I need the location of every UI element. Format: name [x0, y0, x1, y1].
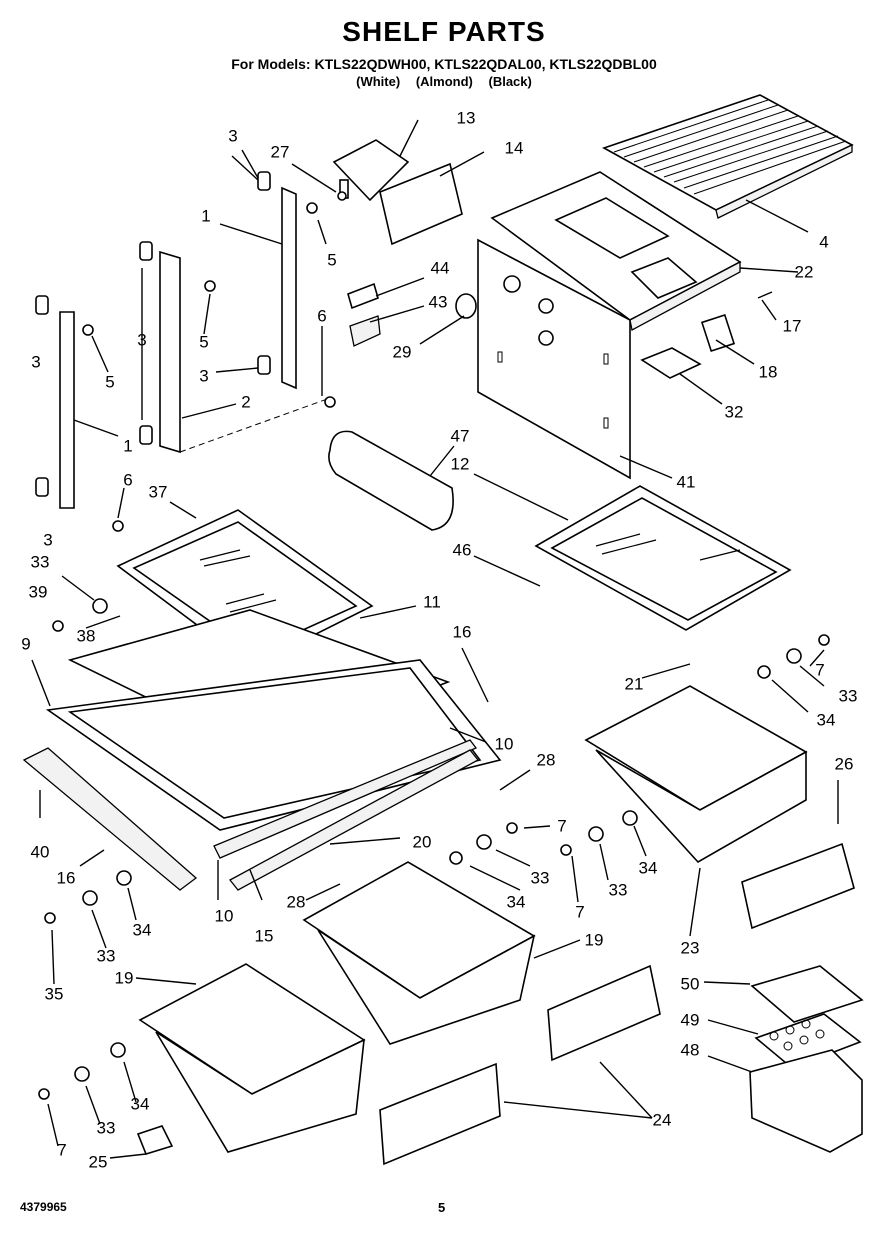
rear-panel-assembly: [477, 171, 742, 480]
callout-28-b: 28: [286, 892, 306, 912]
wire-shelf: [602, 94, 854, 219]
callout-7-b: 7: [557, 816, 567, 836]
callout-10-a: 10: [494, 734, 514, 754]
callout-10-b: 10: [214, 906, 234, 926]
callout-15: 15: [254, 926, 274, 946]
callout-34-a: 34: [816, 710, 836, 730]
crisper-frame: [22, 659, 502, 891]
callout-39: 39: [28, 582, 48, 602]
shelf-rails: [35, 171, 331, 509]
callout-49: 49: [680, 1010, 700, 1030]
crisper-drawers: [136, 685, 855, 1166]
callout-19-a: 19: [584, 930, 604, 950]
models-line: For Models: KTLS22QDWH00, KTLS22QDAL00, …: [231, 56, 657, 72]
callout-19-b: 19: [114, 968, 134, 988]
dairy-bin: [749, 965, 864, 1153]
callout-27: 27: [270, 142, 290, 162]
callout-44: 44: [430, 258, 450, 278]
callout-1-a: 1: [201, 206, 211, 226]
callout-7-c: 7: [575, 902, 585, 922]
callout-3-c: 3: [137, 330, 147, 350]
callout-34-b: 34: [506, 892, 526, 912]
callout-3-b: 3: [31, 352, 41, 372]
callout-17: 17: [782, 316, 802, 336]
callout-34-c: 34: [638, 858, 658, 878]
callout-20: 20: [412, 832, 432, 852]
callout-35: 35: [44, 984, 64, 1004]
fasteners: [38, 191, 830, 1100]
callout-2: 2: [241, 392, 251, 412]
callout-33-b: 33: [838, 686, 858, 706]
callout-40: 40: [30, 842, 50, 862]
callout-26: 26: [834, 754, 854, 774]
callout-13: 13: [456, 108, 476, 128]
callout-22: 22: [794, 262, 814, 282]
page-title: SHELF PARTS: [342, 16, 546, 47]
callout-9: 9: [21, 634, 31, 654]
leader-lines: [31, 119, 839, 1159]
callout-46: 46: [452, 540, 472, 560]
finish-white: (White): [356, 74, 401, 89]
duct: [328, 430, 454, 531]
callout-33-c: 33: [530, 868, 550, 888]
small-parts-upper: [332, 139, 773, 379]
callout-3-a: 3: [228, 126, 238, 146]
callout-41: 41: [676, 472, 696, 492]
callout-12: 12: [450, 454, 470, 474]
callout-7-a: 7: [815, 660, 825, 680]
finish-black: (Black): [488, 74, 532, 89]
callout-32: 32: [724, 402, 744, 422]
callout-7-d: 7: [57, 1140, 67, 1160]
callout-43: 43: [428, 292, 448, 312]
callout-33-f: 33: [96, 1118, 116, 1138]
callout-28-a: 28: [536, 750, 556, 770]
callout-16-a: 16: [452, 622, 472, 642]
callout-34-d: 34: [132, 920, 152, 940]
callout-23: 23: [680, 938, 700, 958]
callout-5-b: 5: [199, 332, 209, 352]
callout-50: 50: [680, 974, 700, 994]
callout-5-c: 5: [105, 372, 115, 392]
callout-1-b: 1: [123, 436, 133, 456]
callout-6-a: 6: [317, 306, 327, 326]
finish-almond: (Almond): [415, 74, 473, 89]
callout-4: 4: [819, 232, 829, 252]
callout-11: 11: [423, 592, 441, 612]
page-number: 5: [438, 1200, 446, 1215]
callout-6-b: 6: [123, 470, 133, 490]
callout-47: 47: [450, 426, 470, 446]
callout-21: 21: [624, 674, 644, 694]
callout-29: 29: [392, 342, 412, 362]
callout-24: 24: [652, 1110, 672, 1130]
callout-38: 38: [76, 626, 96, 646]
callout-18: 18: [758, 362, 778, 382]
part-number: 4379965: [20, 1200, 67, 1214]
callout-14: 14: [504, 138, 524, 158]
callout-3-e: 3: [43, 530, 53, 550]
callout-33-d: 33: [608, 880, 628, 900]
finish-labels: (White) (Almond) (Black): [0, 74, 888, 89]
callout-33-e: 33: [96, 946, 116, 966]
callout-37: 37: [148, 482, 168, 502]
callout-48: 48: [680, 1040, 700, 1060]
callout-25: 25: [88, 1152, 108, 1172]
callout-34-e: 34: [130, 1094, 150, 1114]
callout-3-d: 3: [199, 366, 209, 386]
callout-16-b: 16: [56, 868, 76, 888]
callout-33-a: 33: [30, 552, 50, 572]
callout-5-a: 5: [327, 250, 337, 270]
